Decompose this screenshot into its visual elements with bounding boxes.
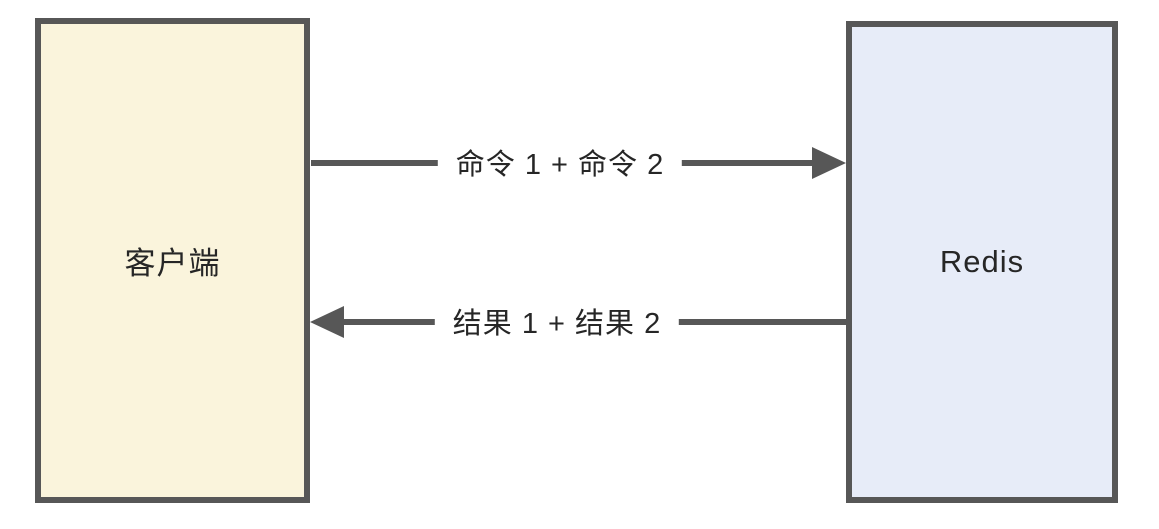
arrowhead-left-icon [310, 306, 344, 338]
client-box-label: 客户端 [124, 246, 221, 281]
arrowhead-right-icon [812, 147, 846, 179]
redis-box: Redis [846, 21, 1118, 503]
result-arrow-label: 结果 1 + 结果 2 [434, 296, 680, 346]
client-box: 客户端 [35, 18, 310, 503]
redis-box-label: Redis [939, 244, 1025, 279]
command-arrow-label: 命令 1 + 命令 2 [437, 137, 683, 187]
